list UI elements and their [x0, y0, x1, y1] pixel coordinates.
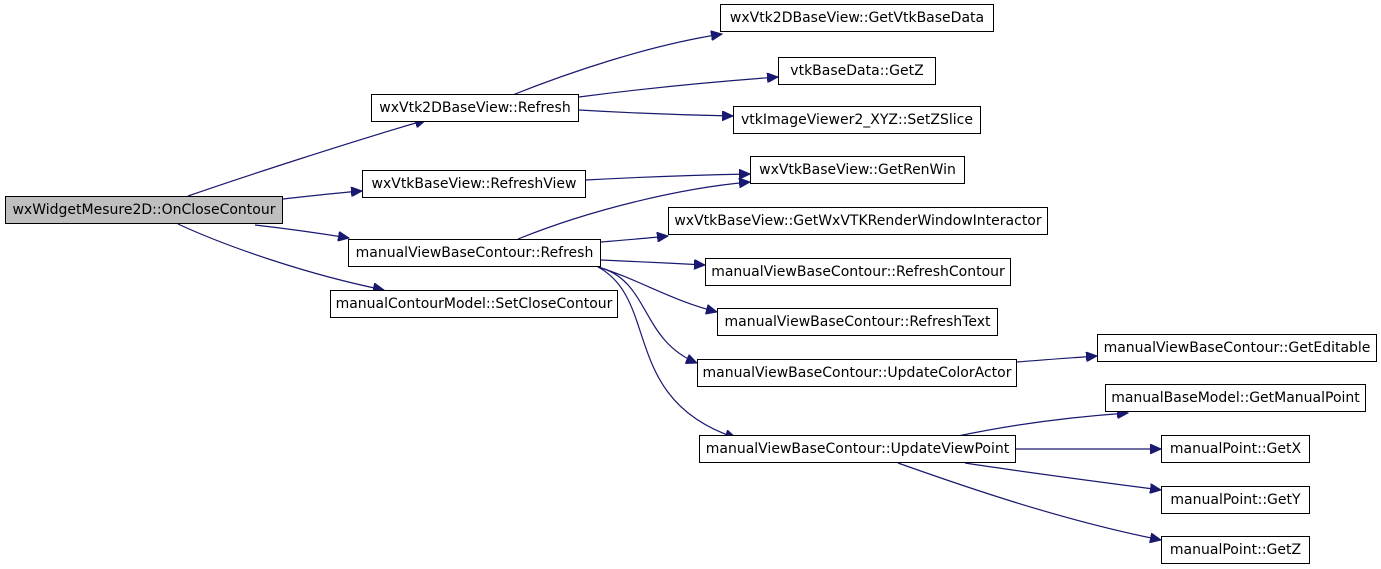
edge-root-to-wx2d-refresh	[187, 120, 426, 197]
node-mp-getz[interactable]: manualPoint::GetZ	[1161, 536, 1310, 564]
node-mvbc-updateviewpoint[interactable]: manualViewBaseContour::UpdateViewPoint	[699, 435, 1016, 463]
node-wx-getrenwin[interactable]: wxVtkBaseView::GetRenWin	[750, 156, 965, 184]
node-viv-setzslice[interactable]: vtkImageViewer2_XYZ::SetZSlice	[733, 106, 981, 134]
node-mp-gety[interactable]: manualPoint::GetY	[1161, 486, 1310, 514]
edge-root-to-mvbc-refresh	[254, 224, 349, 238]
node-vbd-getz[interactable]: vtkBaseData::GetZ	[778, 57, 936, 85]
edge-mvbc-refresh-to-getinteractor	[600, 236, 668, 243]
edge-root-to-mcm-setclose	[177, 223, 384, 290]
node-wx2d-getbasedata[interactable]: wxVtk2DBaseView::GetVtkBaseData	[720, 4, 994, 32]
node-mvbc-updatecolor[interactable]: manualViewBaseContour::UpdateColorActor	[697, 359, 1017, 387]
node-wx-refreshview[interactable]: wxVtkBaseView::RefreshView	[362, 170, 586, 198]
edge-refreshview-to-getrenwin	[585, 174, 750, 181]
edge-wx2d-refresh-to-setzslice	[578, 109, 733, 116]
edge-mvbc-refresh-to-getrenwin	[517, 182, 750, 240]
edge-mvbc-refresh-to-refreshcontour	[600, 260, 705, 265]
node-mvbc-geteditable[interactable]: manualViewBaseContour::GetEditable	[1097, 334, 1377, 362]
node-wx2d-refresh[interactable]: wxVtk2DBaseView::Refresh	[371, 94, 579, 122]
edge-root-to-refreshview	[282, 191, 362, 200]
node-mp-getx[interactable]: manualPoint::GetX	[1161, 435, 1310, 463]
node-root: wxWidgetMesure2D::OnCloseContour	[5, 196, 283, 224]
edge-updateviewpoint-to-getz	[897, 462, 1161, 540]
node-mcm-setclose[interactable]: manualContourModel::SetCloseContour	[330, 290, 618, 318]
edge-updatecolor-to-geteditable	[1016, 356, 1097, 363]
node-mbm-getmanualpoint[interactable]: manualBaseModel::GetManualPoint	[1105, 384, 1366, 412]
node-mvbc-refreshcontour[interactable]: manualViewBaseContour::RefreshContour	[705, 258, 1011, 286]
edge-updateviewpoint-to-gety	[964, 462, 1161, 490]
node-mvbc-refreshtext[interactable]: manualViewBaseContour::RefreshText	[717, 308, 998, 336]
node-wx-getinteractor[interactable]: wxVtkBaseView::GetWxVTKRenderWindowInter…	[668, 207, 1048, 235]
edge-updateviewpoint-to-getmanualpoint	[957, 413, 1128, 437]
edge-wx2d-refresh-to-getz	[578, 77, 778, 98]
edge-wx2d-refresh-to-getbasedata	[509, 34, 722, 97]
edge-mvbc-refresh-to-updatecolor	[597, 266, 697, 363]
edge-mvbc-refresh-to-updateviewpoint	[597, 266, 736, 438]
node-mvbc-refresh[interactable]: manualViewBaseContour::Refresh	[348, 239, 601, 267]
